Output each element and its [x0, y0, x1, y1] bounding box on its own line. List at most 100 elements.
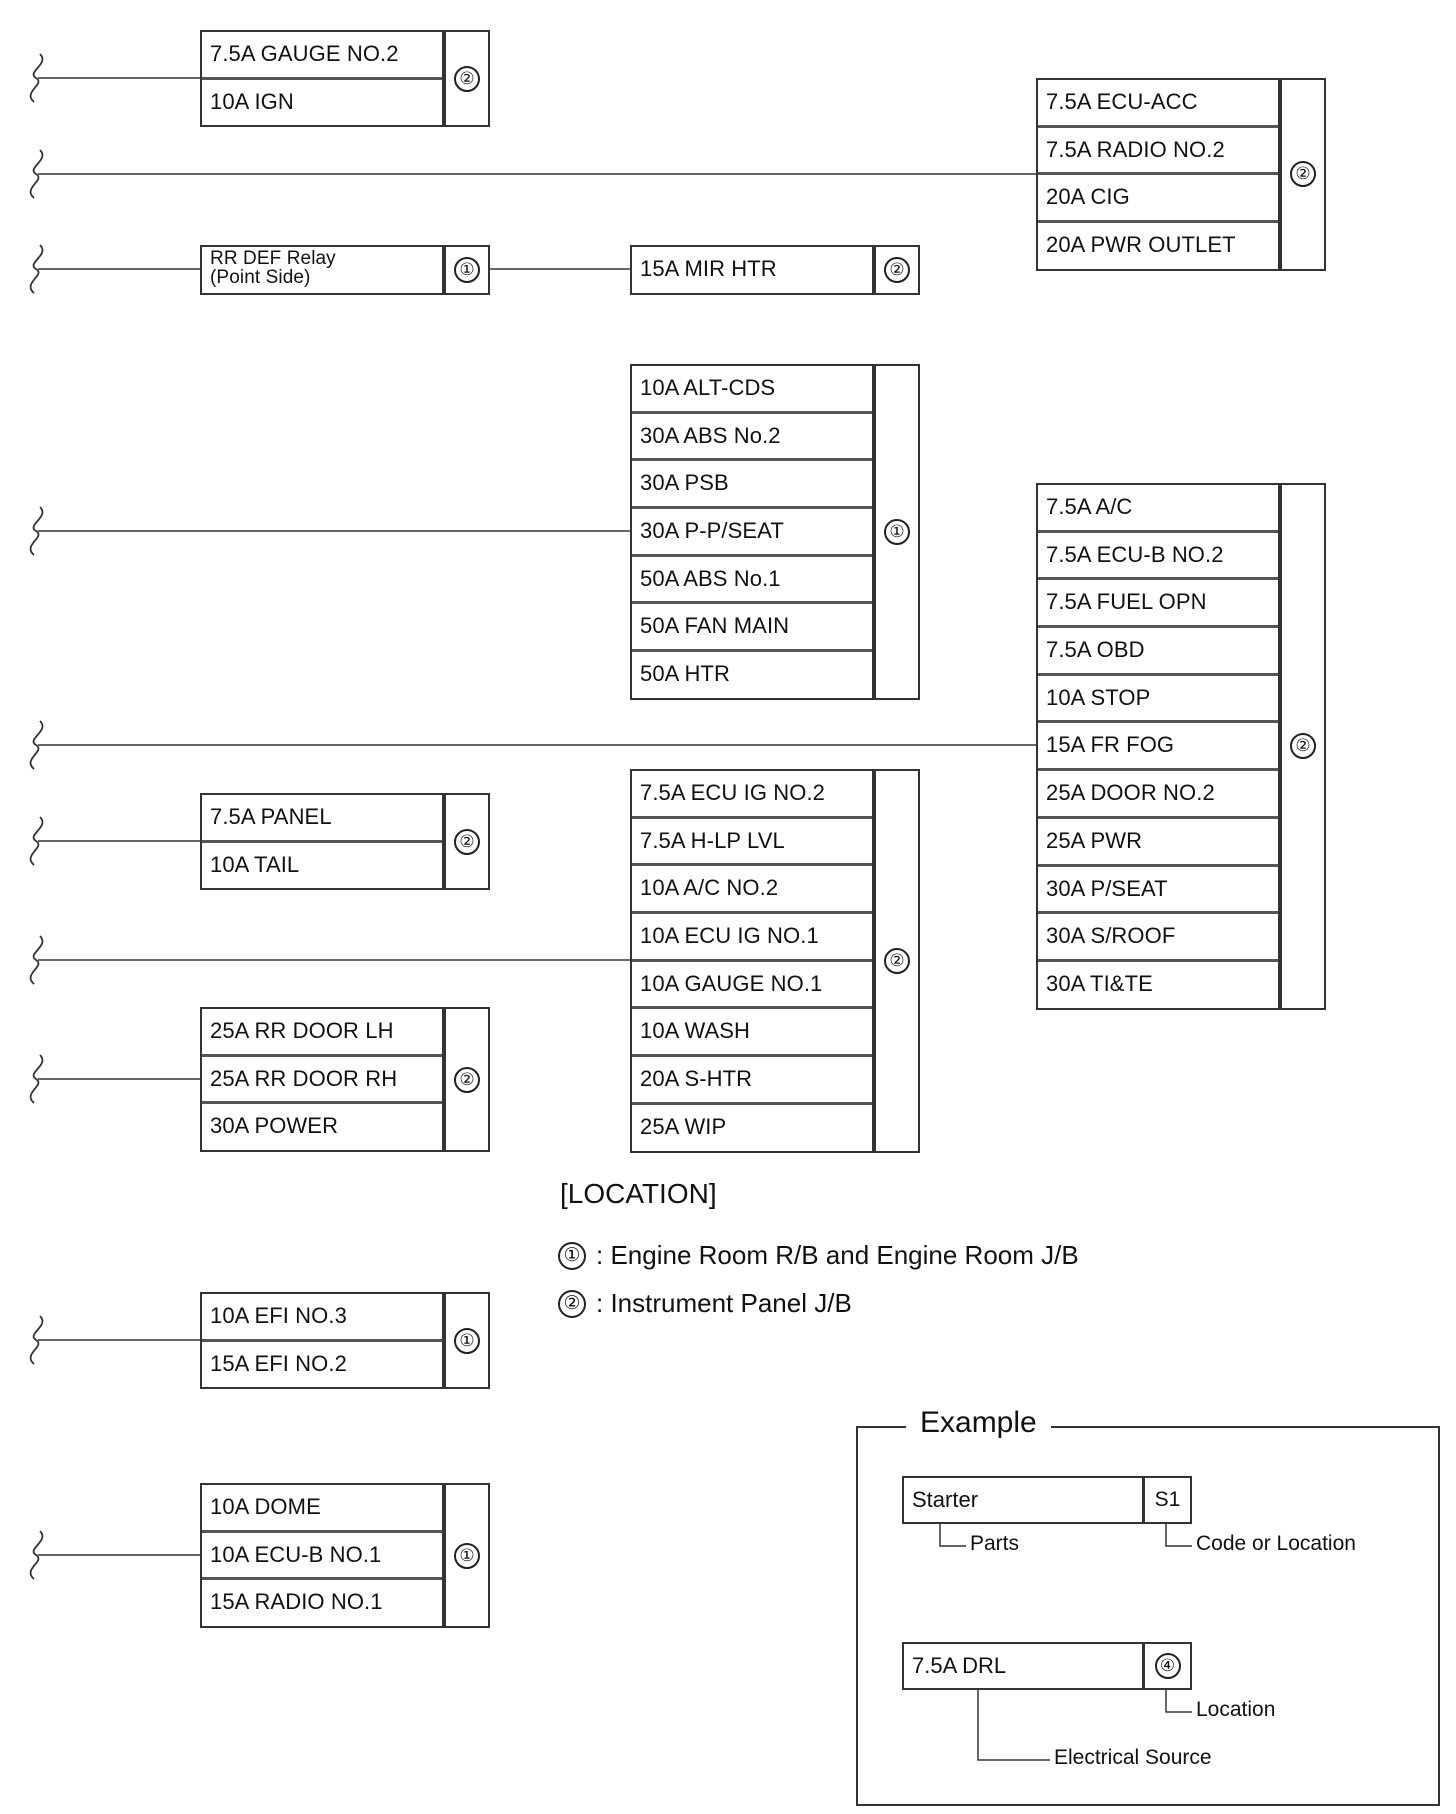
fuse-row: 30A ABS No.2 [632, 414, 872, 462]
fuse-row: 30A P/SEAT [1038, 867, 1278, 915]
fuse-row: 7.5A GAUGE NO.2 [202, 32, 442, 80]
location-column: ② [872, 247, 918, 293]
callout-parts: Parts [970, 1532, 1020, 1555]
location-column: ② [442, 1009, 488, 1151]
location-column: ② [872, 771, 918, 1151]
location-symbol: ① [884, 518, 910, 545]
callout-code-or-location: Code or Location [1196, 1532, 1356, 1555]
legend-item-2: ② : Instrument Panel J/B [558, 1288, 852, 1319]
callout-parts-leader [939, 1524, 966, 1547]
fuse-row: 15A RADIO NO.1 [210, 1589, 383, 1615]
fuse-box-g6: 7.5A PANEL 10A TAIL ② [200, 793, 490, 891]
location-2-text: : Instrument Panel J/B [596, 1288, 852, 1318]
location-column: ① [872, 366, 918, 698]
example-title: Example [906, 1406, 1051, 1440]
fuse-row: 10A GAUGE NO.1 [632, 962, 872, 1010]
wire-break-symbol [29, 506, 44, 556]
location-column: ② [442, 795, 488, 889]
fuse-row: 25A RR DOOR LH [202, 1009, 442, 1057]
callout-electrical-source: Electrical Source [1054, 1746, 1212, 1769]
fuse-row: 7.5A PANEL [202, 795, 442, 843]
fuse-rows: 7.5A GAUGE NO.2 10A IGN [202, 32, 442, 125]
fuse-row: 10A ECU IG NO.1 [632, 914, 872, 962]
fuse-row: 10A ECU-B NO.1 [202, 1533, 442, 1581]
fuse-row: 10A EFI NO.3 [202, 1294, 442, 1342]
fuse-row: RR DEF Relay (Point Side) [210, 248, 336, 288]
fuse-row: 50A HTR [640, 661, 730, 687]
fuse-box-g3b: 15A MIR HTR ② [630, 245, 920, 295]
wire-break-symbol [29, 1530, 44, 1580]
fuse-row: 7.5A ECU-ACC [1038, 80, 1278, 128]
wire-break-symbol [29, 816, 44, 866]
fuse-row: 7.5A H-LP LVL [632, 819, 872, 867]
fuse-row: 10A ALT-CDS [632, 366, 872, 414]
location-column: ② [1278, 485, 1324, 1008]
fuse-row: 25A DOOR NO.2 [1038, 771, 1278, 819]
callout-code-leader [1165, 1524, 1192, 1547]
location-symbol: ① [454, 1542, 480, 1569]
location-1-text: : Engine Room R/B and Engine Room J/B [596, 1240, 1079, 1270]
wire-break-symbol [29, 1054, 44, 1104]
fuse-rows: 15A MIR HTR [632, 247, 872, 293]
fuse-row: 7.5A ECU IG NO.2 [632, 771, 872, 819]
example-drl-label: 7.5A DRL [912, 1653, 1007, 1678]
fuse-row: 10A TAIL [210, 851, 300, 877]
fuse-row: 20A PWR OUTLET [1046, 232, 1236, 258]
fuse-box-g9: 10A EFI NO.3 15A EFI NO.2 ① [200, 1292, 490, 1390]
example-drl-box: 7.5A DRL ④ [902, 1642, 1192, 1690]
fuse-row: 25A RR DOOR RH [202, 1057, 442, 1105]
fuse-row: 30A TI&TE [1046, 970, 1153, 996]
location-symbol: ② [884, 256, 910, 283]
fuse-row: 10A IGN [210, 88, 294, 114]
fuse-row: 10A STOP [1038, 676, 1278, 724]
fuse-row: 10A A/C NO.2 [632, 866, 872, 915]
fuse-rows: 7.5A PANEL 10A TAIL [202, 795, 442, 888]
example-drl-code-cell: ④ [1142, 1644, 1190, 1688]
fuse-row: 25A PWR [1038, 819, 1278, 867]
legend-item-1: ① : Engine Room R/B and Engine Room J/B [558, 1240, 1079, 1271]
example-drl-location-symbol: ④ [1154, 1653, 1181, 1679]
example-starter-box: Starter S1 [902, 1476, 1192, 1524]
fuse-row: 30A P-P/SEAT [632, 509, 872, 557]
fuse-row: 7.5A RADIO NO.2 [1038, 128, 1278, 176]
location-column: ① [442, 1485, 488, 1627]
fuse-row: 7.5A A/C [1038, 485, 1278, 533]
wire-break-symbol [29, 53, 44, 103]
location-symbol: ① [454, 1327, 480, 1354]
fuse-row: 50A FAN MAIN [632, 604, 872, 653]
location-symbol: ② [454, 65, 480, 92]
location-symbol: ② [1290, 161, 1316, 188]
fuse-row: 50A ABS No.1 [632, 557, 872, 605]
wire-break-symbol [29, 935, 44, 985]
fuse-row: 7.5A ECU-B NO.2 [1038, 533, 1278, 581]
fuse-rows: RR DEF Relay (Point Side) [202, 247, 442, 293]
example-starter-label: Starter [912, 1487, 979, 1512]
location-symbol: ② [884, 947, 910, 974]
fuse-row: 15A EFI NO.2 [210, 1350, 347, 1376]
location-column: ② [1278, 80, 1324, 269]
fuse-box-g3a: RR DEF Relay (Point Side) ① [200, 245, 490, 295]
location-symbol: ② [454, 1066, 480, 1093]
fuse-row: 20A S-HTR [632, 1057, 872, 1105]
fuse-row: 7.5A OBD [1038, 628, 1278, 676]
callout-location-leader [1165, 1690, 1192, 1713]
location-column: ① [442, 247, 488, 293]
fuse-row: 25A WIP [640, 1113, 727, 1139]
fuse-row: 7.5A FUEL OPN [1038, 580, 1278, 629]
fuse-row: 10A DOME [202, 1485, 442, 1533]
example-frame [856, 1426, 1440, 1806]
location-column: ② [442, 32, 488, 126]
fuse-row: 30A PSB [632, 461, 872, 510]
fuse-row: 30A S/ROOF [1038, 914, 1278, 962]
location-symbol: ① [454, 256, 480, 283]
